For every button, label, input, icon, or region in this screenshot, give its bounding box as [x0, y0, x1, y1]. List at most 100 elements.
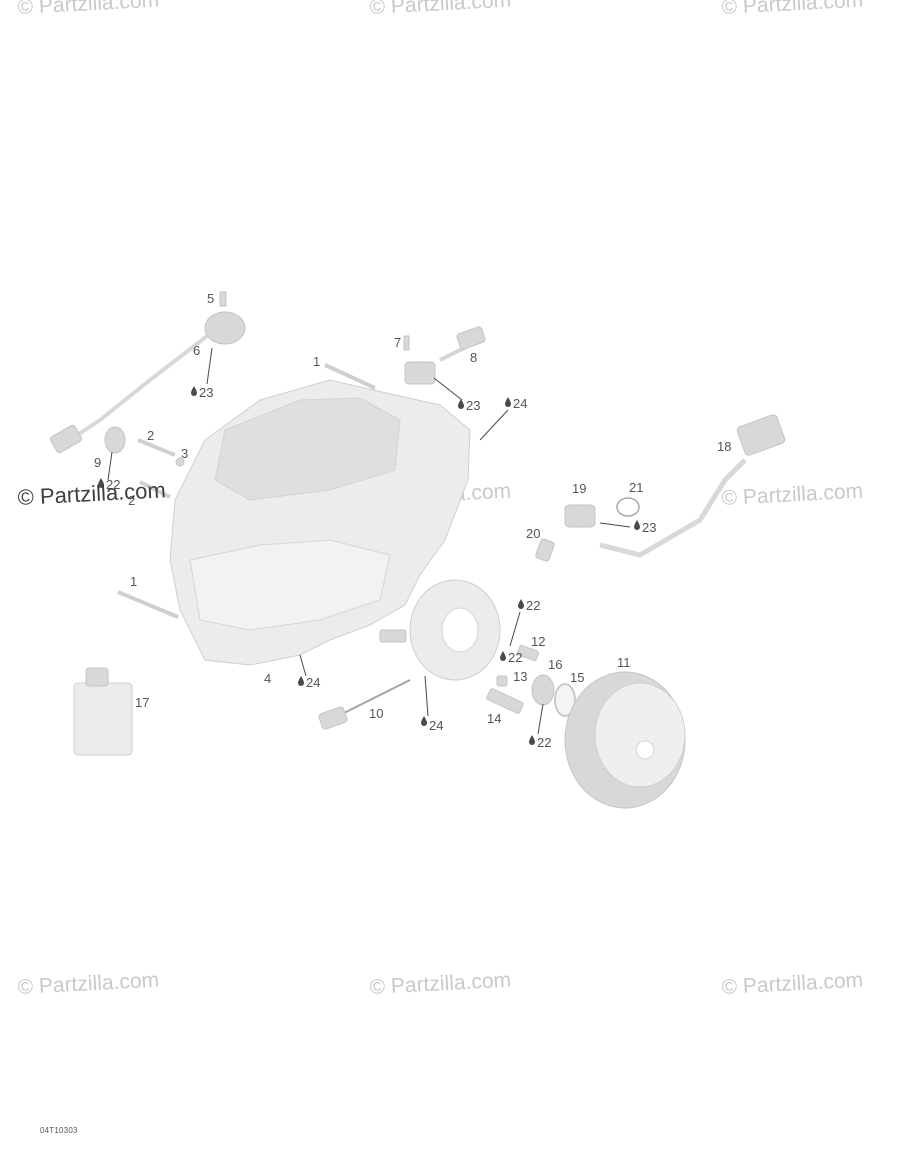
- callout-12: 12: [531, 634, 545, 649]
- sensor-18: [736, 414, 786, 456]
- callout-8: 8: [470, 350, 477, 365]
- watermark-bottom-center: © Partzilla.com: [369, 969, 512, 999]
- callout-21-23: 23: [642, 520, 656, 535]
- leader-9: [107, 451, 113, 481]
- callout-18: 18: [717, 439, 731, 454]
- leader-22a: [509, 611, 521, 647]
- callout-24a: 24: [513, 396, 527, 411]
- callout-labels: 5 6 23 7 8 1 23 24 2 3 9 22 2 18 19 21 2…: [94, 291, 731, 750]
- stator-bracket: [379, 629, 407, 643]
- bolt-2a: [137, 438, 176, 457]
- crankcase-detail-1: [214, 397, 401, 501]
- drop-icon: [634, 520, 640, 530]
- screw-5: [219, 291, 227, 307]
- callout-22b: 22: [508, 650, 522, 665]
- leader-10-24: [424, 675, 429, 717]
- module-17: [73, 682, 133, 756]
- callout-17: 17: [135, 695, 149, 710]
- drop-icon: [298, 676, 304, 686]
- drop-icon: [518, 599, 524, 609]
- callout-6-23: 23: [199, 385, 213, 400]
- leader-lines: [107, 347, 631, 735]
- callout-14: 14: [487, 711, 501, 726]
- callout-1b: 1: [130, 574, 137, 589]
- watermark-mid-left: © Partzilla.com: [17, 477, 166, 510]
- stator-10-center: [441, 607, 479, 653]
- leader-8-23: [433, 377, 463, 401]
- part-13: [496, 675, 508, 687]
- callout-20: 20: [526, 526, 540, 541]
- callout-10-24: 24: [429, 718, 443, 733]
- diagram-reference-code: 04T10303: [40, 1126, 78, 1135]
- bolt-2b: [139, 480, 171, 499]
- callout-1a: 1: [313, 354, 320, 369]
- callout-5: 5: [207, 291, 214, 306]
- ring-9: [104, 426, 126, 454]
- crankcase-detail-2: [189, 539, 391, 631]
- pin-3: [175, 457, 185, 467]
- drop-icon: [505, 397, 511, 407]
- callout-3: 3: [181, 446, 188, 461]
- callout-22c: 22: [537, 735, 551, 750]
- drop-icon: [458, 399, 464, 409]
- callout-4: 4: [264, 671, 271, 686]
- watermark-top-center: © Partzilla.com: [369, 0, 512, 19]
- watermark-mid-right: © Partzilla.com: [721, 480, 864, 510]
- stator-connector-10: [318, 706, 348, 730]
- callout-2b: 2: [128, 493, 135, 508]
- parts-artwork: [49, 291, 786, 809]
- watermark-dark-layer: © Partzilla.com: [17, 477, 166, 510]
- sensor-6: [204, 311, 246, 345]
- leader-24a: [479, 409, 509, 441]
- callout-9-22: 22: [106, 477, 120, 492]
- leader-22c: [537, 703, 544, 735]
- drop-icon: [529, 735, 535, 745]
- leader-4-24: [299, 654, 307, 677]
- watermark-bottom-right: © Partzilla.com: [721, 969, 864, 999]
- washer-15: [554, 683, 576, 717]
- part-12: [516, 644, 540, 662]
- sensor-cable-6: [68, 328, 217, 442]
- sensor-8: [404, 361, 436, 385]
- tube-18: [599, 458, 747, 558]
- part-14: [486, 688, 524, 714]
- connector-8: [456, 326, 486, 350]
- callout-13: 13: [513, 669, 527, 684]
- watermark-bottom-left: © Partzilla.com: [17, 969, 160, 999]
- flywheel-11-face: [594, 682, 686, 788]
- drop-icon: [98, 478, 104, 488]
- drop-icon: [421, 716, 427, 726]
- watermark-top-right: © Partzilla.com: [721, 0, 864, 19]
- module-17-top: [85, 667, 109, 687]
- gasket-21: [616, 497, 640, 517]
- flywheel-11-hub: [635, 740, 655, 760]
- washer-16: [531, 674, 555, 706]
- callout-4-24: 24: [306, 675, 320, 690]
- callout-10: 10: [369, 706, 383, 721]
- watermark-top-left: © Partzilla.com: [17, 0, 160, 19]
- bolt-1-top: [324, 363, 376, 390]
- callout-9: 9: [94, 455, 101, 470]
- callout-19: 19: [572, 481, 586, 496]
- callout-7: 7: [394, 335, 401, 350]
- part-19: [564, 504, 596, 528]
- callout-8-23: 23: [466, 398, 480, 413]
- leader-6: [206, 347, 213, 385]
- leader-21: [599, 522, 631, 528]
- callout-11: 11: [617, 655, 631, 670]
- callout-21: 21: [629, 480, 643, 495]
- connector-6: [49, 424, 83, 454]
- callout-2a: 2: [147, 428, 154, 443]
- drop-icon: [191, 386, 197, 396]
- callout-15: 15: [570, 670, 584, 685]
- part-20: [535, 538, 555, 562]
- callout-6: 6: [193, 343, 200, 358]
- drop-icon: [500, 651, 506, 661]
- stator-cable-10: [339, 679, 411, 716]
- callout-22a: 22: [526, 598, 540, 613]
- screw-7: [403, 335, 410, 351]
- callout-16: 16: [548, 657, 562, 672]
- bolt-1-lower: [117, 590, 179, 619]
